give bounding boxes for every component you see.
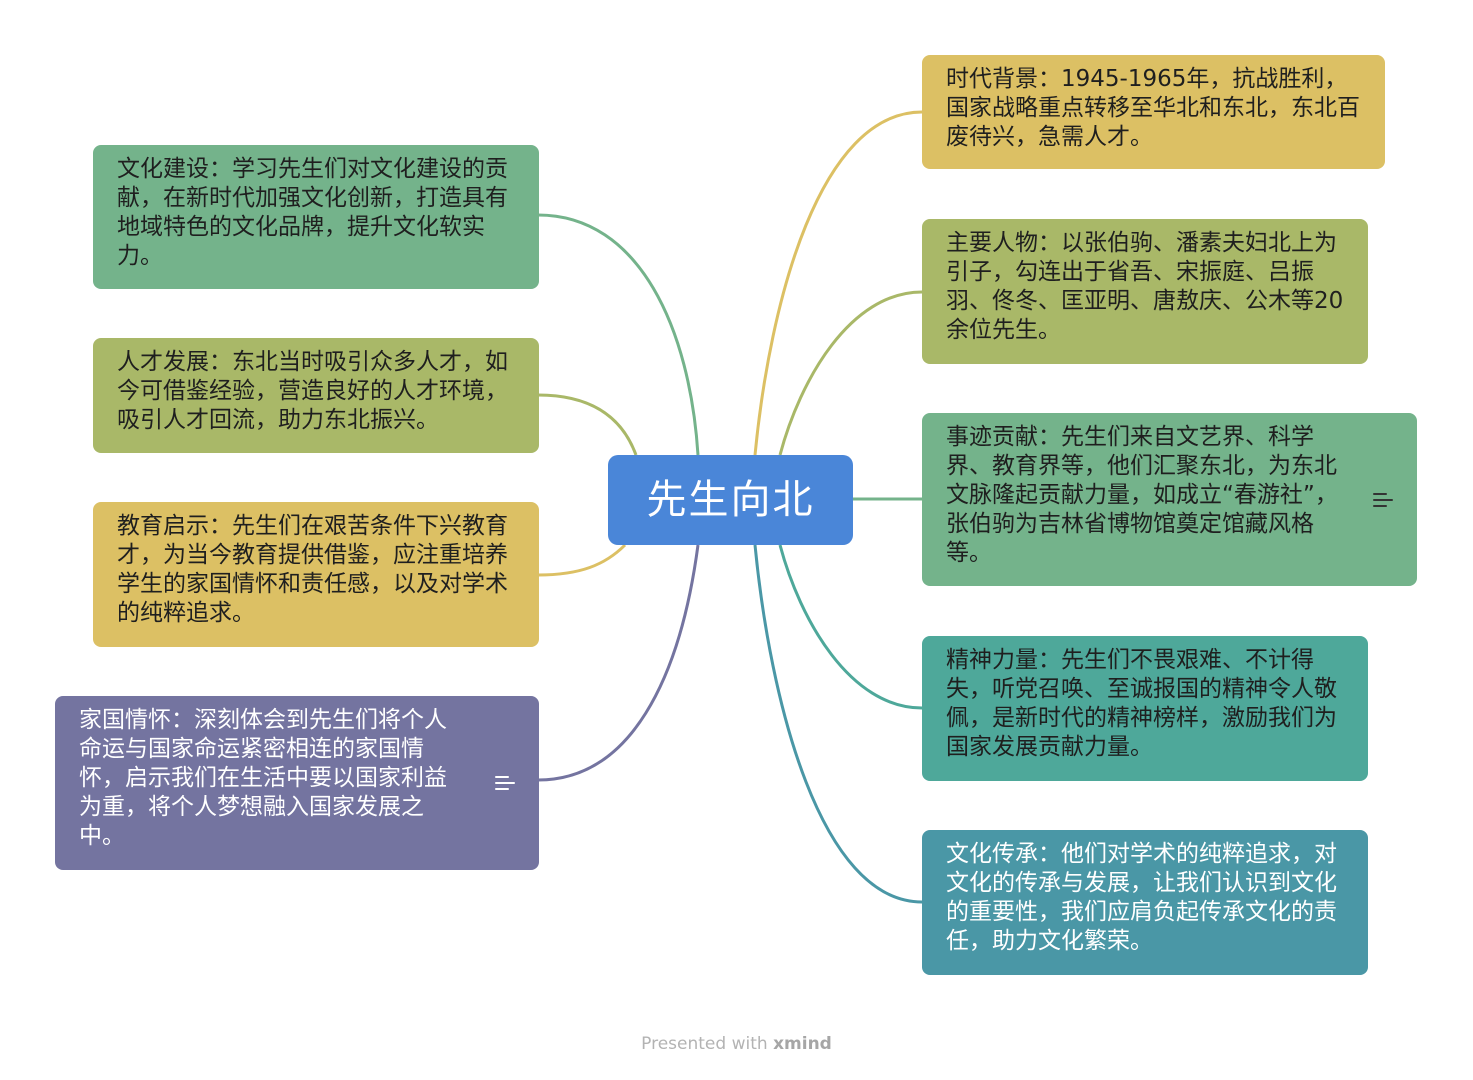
topic-cultural-heritage[interactable]: 文化传承：他们对学术的纯粹追求，对文化的传承与发展，让我们认识到文化的重要性，我…	[922, 830, 1368, 975]
topic-text: 事迹贡献：先生们来自文艺界、科学界、教育界等，他们汇聚东北，为东北文脉隆起贡献力…	[946, 424, 1338, 566]
footer-prefix: Presented with	[641, 1034, 768, 1054]
topic-patriotism[interactable]: 家国情怀：深刻体会到先生们将个人命运与国家命运紧密相连的家国情怀，启示我们在生活…	[55, 696, 539, 870]
connector-era-background	[753, 110, 923, 456]
connector-culture-building	[537, 213, 700, 456]
connector-cultural-heritage	[753, 544, 923, 904]
topic-text: 教育启示：先生们在艰苦条件下兴教育才，为当今教育提供借鉴，应注重培养学生的家国情…	[117, 513, 508, 626]
topic-text: 文化建设：学习先生们对文化建设的贡献，在新时代加强文化创新，打造具有地域特色的文…	[117, 156, 508, 269]
connector-main-figures	[778, 290, 923, 456]
connector-talent-development	[537, 393, 638, 456]
connector-patriotism	[537, 544, 700, 782]
topic-text: 家国情怀：深刻体会到先生们将个人命运与国家命运紧密相连的家国情怀，启示我们在生活…	[79, 707, 447, 849]
notes-icon[interactable]	[495, 776, 515, 790]
presented-with-footer: Presented with xmind	[0, 1034, 1473, 1054]
notes-icon[interactable]	[1373, 492, 1393, 507]
topic-text: 主要人物：以张伯驹、潘素夫妇北上为引子，勾连出于省吾、宋振庭、吕振羽、佟冬、匡亚…	[946, 230, 1344, 343]
central-topic[interactable]: 先生向北	[608, 455, 853, 545]
connector-education-insight	[537, 543, 627, 577]
topic-main-figures[interactable]: 主要人物：以张伯驹、潘素夫妇北上为引子，勾连出于省吾、宋振庭、吕振羽、佟冬、匡亚…	[922, 219, 1368, 364]
topic-deeds[interactable]: 事迹贡献：先生们来自文艺界、科学界、教育界等，他们汇聚东北，为东北文脉隆起贡献力…	[922, 413, 1417, 586]
topic-era-background[interactable]: 时代背景：1945-1965年，抗战胜利，国家战略重点转移至华北和东北，东北百废…	[922, 55, 1385, 169]
topic-text: 时代背景：1945-1965年，抗战胜利，国家战略重点转移至华北和东北，东北百废…	[946, 66, 1360, 150]
topic-text: 人才发展：东北当时吸引众多人才，如今可借鉴经验，营造良好的人才环境，吸引人才回流…	[117, 349, 508, 433]
xmind-logo: xmind	[773, 1034, 832, 1054]
topic-spiritual-power[interactable]: 精神力量：先生们不畏艰难、不计得失，听党召唤、至诚报国的精神令人敬佩，是新时代的…	[922, 636, 1368, 781]
topic-culture-building[interactable]: 文化建设：学习先生们对文化建设的贡献，在新时代加强文化创新，打造具有地域特色的文…	[93, 145, 539, 289]
topic-text: 文化传承：他们对学术的纯粹追求，对文化的传承与发展，让我们认识到文化的重要性，我…	[946, 841, 1337, 954]
topic-text: 精神力量：先生们不畏艰难、不计得失，听党召唤、至诚报国的精神令人敬佩，是新时代的…	[946, 647, 1337, 760]
topic-education-insight[interactable]: 教育启示：先生们在艰苦条件下兴教育才，为当今教育提供借鉴，应注重培养学生的家国情…	[93, 502, 539, 647]
central-topic-label: 先生向北	[646, 477, 815, 523]
topic-talent-development[interactable]: 人才发展：东北当时吸引众多人才，如今可借鉴经验，营造良好的人才环境，吸引人才回流…	[93, 338, 539, 453]
connector-spiritual-power	[778, 544, 923, 710]
